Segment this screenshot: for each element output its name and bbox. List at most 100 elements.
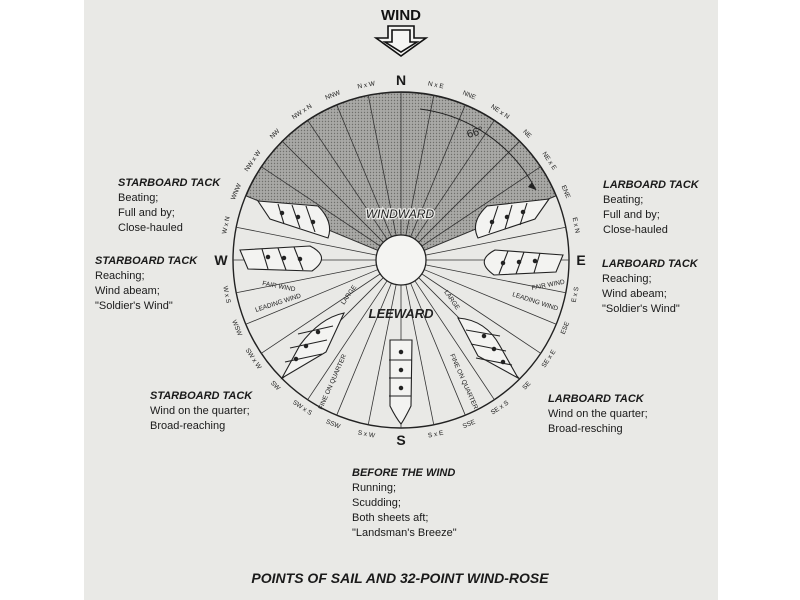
compass-point-nxw: N x W xyxy=(357,80,377,90)
before-wind-line-3: Both sheets aft; xyxy=(352,512,429,524)
starboard-reach-heading: STARBOARD TACK xyxy=(95,255,198,267)
compass-point-nexn: NE x N xyxy=(489,103,510,120)
angle-label: 66° xyxy=(466,125,485,141)
radial-line xyxy=(423,269,557,325)
wind-arrow-icon xyxy=(373,25,429,57)
compass-point-wxs: W x S xyxy=(221,286,231,305)
wind-label: WIND xyxy=(381,7,421,24)
starboard-quarter-note: STARBOARD TACK Wind on the quarter; Broa… xyxy=(150,389,252,434)
compass-point-ssw: SSW xyxy=(325,418,342,430)
compass-point-nexe: NE x E xyxy=(540,151,557,172)
compass-point-nnw: NNW xyxy=(324,89,342,102)
larboard-close-line-2: Full and by; xyxy=(603,209,660,221)
compass-point-w: W xyxy=(214,252,228,268)
angle-arrow-icon xyxy=(528,182,536,190)
starboard-close-hauled-note: STARBOARD TACK Beating; Full and by; Clo… xyxy=(118,176,220,236)
radial-line xyxy=(307,280,388,400)
radial-line xyxy=(261,166,381,247)
starboard-quarter-line-2: Broad-reaching xyxy=(150,420,226,432)
compass-point-ne: NE xyxy=(521,128,533,140)
larboard-reach-line-1: Reaching; xyxy=(602,273,652,285)
radial-line xyxy=(405,284,435,425)
radial-line xyxy=(236,226,377,256)
large-label-left: LARGE xyxy=(340,284,359,307)
compass-point-sse: SSE xyxy=(462,418,477,430)
compass-point-nne: NNE xyxy=(461,90,477,102)
angle-arc xyxy=(419,108,537,191)
compass-point-se: SE xyxy=(521,380,533,392)
larboard-reach-line-2: Wind abeam; xyxy=(602,288,667,300)
radial-line xyxy=(410,104,466,238)
radial-line xyxy=(307,120,388,240)
larboard-reach-note: LARBOARD TACK Reaching; Wind abeam; "Sol… xyxy=(602,257,698,317)
larboard-quarter-heading: LARBOARD TACK xyxy=(548,393,644,405)
compass-point-wxn: W x N xyxy=(221,216,231,235)
before-wind-heading: BEFORE THE WIND xyxy=(352,467,456,479)
starboard-reach-line-1: Reaching; xyxy=(95,270,145,282)
before-wind-line-1: Running; xyxy=(352,482,397,494)
ship-starboard-quarter-icon xyxy=(280,312,345,380)
radial-line xyxy=(336,104,392,238)
larboard-close-heading: LARBOARD TACK xyxy=(603,179,699,191)
radial-line xyxy=(414,120,495,240)
larboard-quarter-note: LARBOARD TACK Wind on the quarter; Broad… xyxy=(548,392,648,437)
radial-line xyxy=(410,282,466,416)
larboard-close-hauled-note: LARBOARD TACK Beating; Full and by; Clos… xyxy=(603,178,699,238)
compass-point-ese: ESE xyxy=(560,320,572,335)
larboard-reach-heading: LARBOARD TACK xyxy=(602,258,698,270)
compass-point-nw: NW xyxy=(269,127,282,140)
radial-line xyxy=(336,282,392,416)
compass-point-s: S xyxy=(396,432,405,448)
larboard-close-line-3: Close-hauled xyxy=(603,224,668,236)
ship-starboard-close-icon xyxy=(256,200,331,239)
radial-line xyxy=(425,264,566,294)
ship-larboard-close-icon xyxy=(474,198,551,239)
figure-caption: POINTS OF SAIL AND 32-POINT WIND-ROSE xyxy=(251,570,549,586)
starboard-close-heading: STARBOARD TACK xyxy=(118,177,221,189)
radial-line xyxy=(425,226,566,256)
compass-point-n: N xyxy=(396,72,406,88)
starboard-quarter-line-1: Wind on the quarter; xyxy=(150,405,250,417)
radial-line xyxy=(261,273,381,354)
fair-wind-label-right: FAIR WIND xyxy=(531,279,566,292)
starboard-reach-line-2: Wind abeam; xyxy=(95,285,160,297)
radial-line xyxy=(421,273,541,354)
compass-point-ene: ENE xyxy=(560,184,572,200)
compass-point-nxe: N x E xyxy=(427,80,445,90)
ship-larboard-quarter-icon xyxy=(457,317,520,380)
larboard-quarter-line-1: Wind on the quarter; xyxy=(548,408,648,420)
leading-wind-label-right: LEADING WIND xyxy=(511,291,559,312)
starboard-reach-note: STARBOARD TACK Reaching; Wind abeam; "So… xyxy=(95,254,197,314)
compass-point-sxe: S x E xyxy=(427,430,444,440)
radial-line xyxy=(367,284,397,425)
starboard-close-line-2: Full and by; xyxy=(118,207,175,219)
compass-point-wsw: WSW xyxy=(230,319,243,338)
radial-line xyxy=(418,140,521,243)
radial-line xyxy=(236,264,377,294)
larboard-quarter-line-2: Broad-resching xyxy=(548,423,623,435)
radial-line xyxy=(281,140,384,243)
windward-label: WINDWARD xyxy=(366,207,435,221)
compass-point-e: E xyxy=(576,252,585,268)
radial-line xyxy=(245,269,379,325)
compass-point-wnw: WNW xyxy=(230,182,243,201)
radial-line xyxy=(414,280,495,400)
before-wind-line-4: "Landsman's Breeze" xyxy=(352,527,457,539)
ship-icons xyxy=(239,198,564,425)
before-wind-line-2: Scudding; xyxy=(352,497,401,509)
compass-point-exn: E x N xyxy=(571,217,581,234)
compass-point-sw: SW xyxy=(269,380,282,393)
ship-starboard-reach-icon xyxy=(239,245,323,272)
compass-point-sexe: SE x E xyxy=(541,348,558,369)
starboard-close-line-1: Beating; xyxy=(118,192,159,204)
starboard-quarter-heading: STARBOARD TACK xyxy=(150,390,253,402)
larboard-close-line-1: Beating; xyxy=(603,194,644,206)
radial-line xyxy=(367,95,397,236)
compass-point-sexs: SE x S xyxy=(490,399,511,416)
starboard-close-line-3: Close-hauled xyxy=(118,222,183,234)
ship-before-wind-icon xyxy=(389,339,413,425)
large-label-right: LARGE xyxy=(442,289,461,312)
radial-line xyxy=(421,166,541,247)
before-the-wind-note: BEFORE THE WIND Running; Scudding; Both … xyxy=(352,466,457,541)
